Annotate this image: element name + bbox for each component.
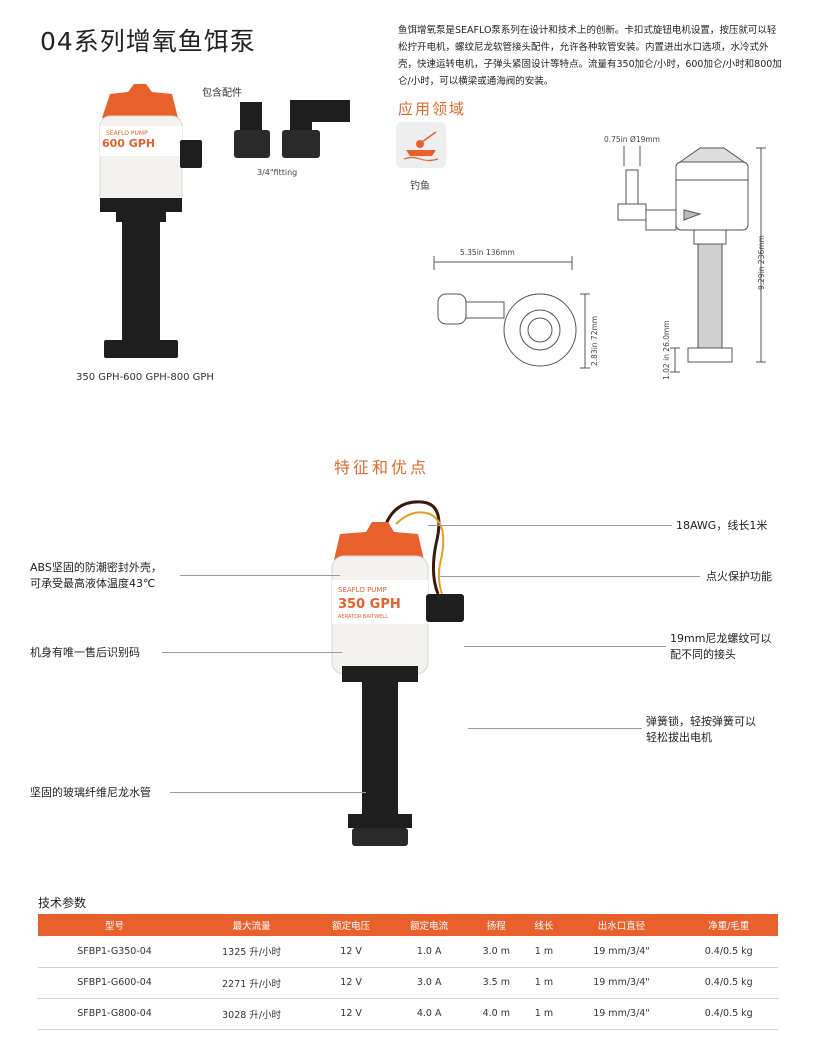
table-cell: 19 mm/3/4" xyxy=(563,967,680,999)
fitting-size-label: 3/4"fitting xyxy=(257,168,298,177)
table-cell: 1 m xyxy=(524,936,564,968)
table-cell: 0.4/0.5 kg xyxy=(679,998,778,1030)
feature-ignition: 点火保护功能 xyxy=(706,570,772,583)
table-cell: 2271 升/小时 xyxy=(191,967,313,999)
table-cell: 4.0 A xyxy=(390,998,469,1030)
dim-inlet: 0.75in Ø19mm xyxy=(604,135,660,144)
table-cell: 12 V xyxy=(312,998,391,1030)
table-cell: 0.4/0.5 kg xyxy=(679,967,778,999)
col-header: 扬程 xyxy=(468,914,525,936)
application-item-label: 钓鱼 xyxy=(410,181,430,192)
pump-brand-label: SEAFLO PUMP xyxy=(106,130,148,137)
callout-line-ignition xyxy=(440,576,700,577)
col-header: 型号 xyxy=(38,914,192,936)
col-header: 线长 xyxy=(524,914,564,936)
page-title: 04系列增氧鱼饵泵 xyxy=(40,27,256,56)
model-range: 350 GPH-600 GPH-800 GPH xyxy=(76,372,214,383)
dim-base: 1.02 in 26.0mm xyxy=(662,320,671,380)
features-title: 特征和优点 xyxy=(334,458,430,477)
pump-sub-label-feature: AERATOR BAITWELL xyxy=(338,614,388,620)
callout-line-serial xyxy=(162,652,342,653)
feature-spring-lock: 弹簧锁，轻按弹簧可以 轻松拔出电机 xyxy=(646,715,756,744)
dim-total-height: 9.29in 236mm xyxy=(757,235,766,290)
pump-image-feature: SEAFLO PUMP 350 GPH AERATOR BAITWELL xyxy=(331,500,464,846)
intro-text: 鱼饵增氧泵是SEAFLO泵系列在设计和技术上的创新。卡扣式旋钮电机设置，按压就可… xyxy=(398,25,782,87)
table-cell: 12 V xyxy=(312,936,391,968)
table-cell: 19 mm/3/4" xyxy=(563,936,680,968)
table-cell: SFBP1-G600-04 xyxy=(38,967,192,999)
pump-brand-label-feature: SEAFLO PUMP xyxy=(338,586,387,594)
table-cell: 12 V xyxy=(312,967,391,999)
table-cell: SFBP1-G800-04 xyxy=(38,998,192,1030)
table-cell: 4.0 m xyxy=(468,998,525,1030)
specs-title: 技术参数 xyxy=(38,896,87,910)
table-cell: 0.4/0.5 kg xyxy=(679,936,778,968)
top-view-drawing xyxy=(433,256,590,369)
accessories-label: 包含配件 xyxy=(202,88,242,99)
feature-tube: 坚固的玻璃纤维尼龙水管 xyxy=(30,786,151,799)
table-row: SFBP1-G600-04 2271 升/小时 12 V 3.0 A 3.5 m… xyxy=(38,967,778,999)
table-row: SFBP1-G800-04 3028 升/小时 12 V 4.0 A 4.0 m… xyxy=(38,998,778,1030)
feature-serial: 机身有唯一售后识别码 xyxy=(30,646,140,659)
table-cell: 3.5 m xyxy=(468,967,525,999)
pump-flow-label: 600 GPH xyxy=(102,137,155,150)
callout-line-wire xyxy=(428,525,672,526)
col-header: 额定电压 xyxy=(312,914,391,936)
table-cell: 1 m xyxy=(524,998,564,1030)
callout-line-shell xyxy=(180,575,340,576)
application-tile xyxy=(396,122,446,168)
table-cell: 3028 升/小时 xyxy=(191,998,313,1030)
feature-shell: ABS坚固的防潮密封外壳， 可承受最高液体温度43℃ xyxy=(30,561,162,590)
feature-wire: 18AWG，线长1米 xyxy=(676,519,768,532)
specs-header-row: 型号 最大流量 额定电压 额定电流 扬程 线长 出水口直径 净重/毛重 xyxy=(38,914,778,936)
table-row: SFBP1-G350-04 1325 升/小时 12 V 1.0 A 3.0 m… xyxy=(38,936,778,968)
dim-side-height: 2.83in 72mm xyxy=(590,315,599,366)
callout-line-tube xyxy=(170,792,366,793)
callout-line-lock xyxy=(468,728,642,729)
col-header: 最大流量 xyxy=(191,914,313,936)
table-cell: 1 m xyxy=(524,967,564,999)
table-cell: 1.0 A xyxy=(390,936,469,968)
pump-flow-label-feature: 350 GPH xyxy=(338,597,401,612)
table-cell: 3.0 m xyxy=(468,936,525,968)
table-cell: 19 mm/3/4" xyxy=(563,998,680,1030)
fittings-image xyxy=(234,100,350,158)
specs-table: 型号 最大流量 额定电压 额定电流 扬程 线长 出水口直径 净重/毛重 SFBP… xyxy=(38,914,778,1030)
col-header: 额定电流 xyxy=(390,914,469,936)
dim-width: 5.35in 136mm xyxy=(460,248,515,257)
application-title: 应用领域 xyxy=(398,100,467,118)
feature-thread: 19mm尼龙螺纹可以 配不同的接头 xyxy=(670,632,772,661)
table-cell: 1325 升/小时 xyxy=(191,936,313,968)
fishing-boat-icon xyxy=(403,131,439,162)
col-header: 出水口直径 xyxy=(563,914,680,936)
callout-line-thread xyxy=(464,646,666,647)
table-cell: 3.0 A xyxy=(390,967,469,999)
side-view-drawing xyxy=(617,146,766,373)
table-cell: SFBP1-G350-04 xyxy=(38,936,192,968)
col-header: 净重/毛重 xyxy=(679,914,778,936)
pump-image-top: SEAFLO PUMP 600 GPH xyxy=(99,84,202,358)
